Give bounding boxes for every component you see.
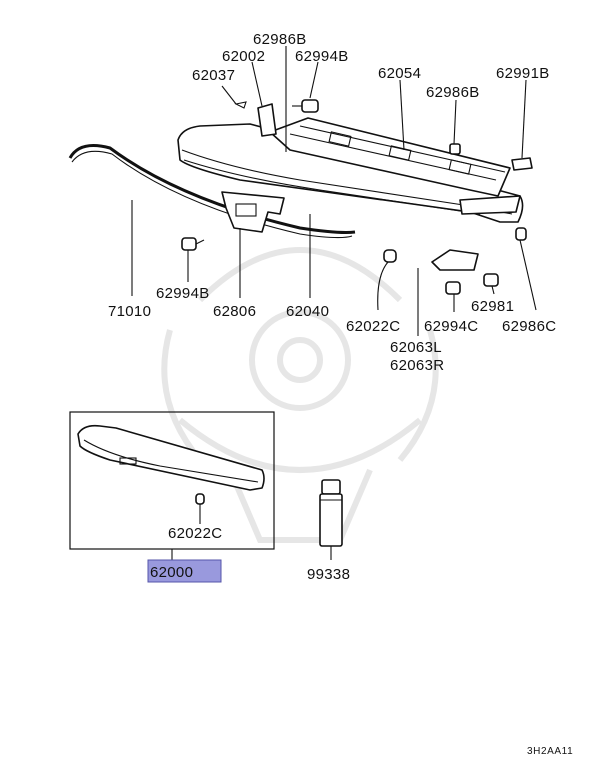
- watermark-emblem: [161, 247, 439, 543]
- label-62022C: 62022C: [346, 318, 400, 335]
- bolt-62994B-top: [292, 99, 319, 113]
- label-62806: 62806: [213, 303, 256, 320]
- reinforcement-62054: [269, 117, 511, 197]
- label-62040: 62040: [286, 303, 329, 320]
- label-99338: 99338: [307, 566, 350, 583]
- clip-62986B: [449, 143, 461, 155]
- clip-62986C: [515, 227, 527, 241]
- label-62986B-top: 62986B: [253, 31, 307, 48]
- label-62037: 62037: [192, 67, 235, 84]
- clip-62037: [234, 101, 247, 109]
- label-62994C: 62994C: [424, 318, 478, 335]
- label-62063R: 62063R: [390, 357, 444, 374]
- clip-62022C: [383, 249, 397, 263]
- label-62022C-box: 62022C: [168, 525, 222, 542]
- label-62000[interactable]: 62000: [150, 564, 193, 581]
- molding-71010: [68, 144, 356, 234]
- label-71010: 71010: [108, 303, 151, 320]
- nut-62991B: [511, 157, 533, 171]
- label-62991B: 62991B: [496, 65, 550, 82]
- bracket-62063: [431, 249, 479, 271]
- paint-bottle-99338: [319, 479, 343, 560]
- diagram-code: 3H2AA11: [527, 746, 573, 757]
- label-62063L: 62063L: [390, 339, 442, 356]
- label-62054: 62054: [378, 65, 421, 82]
- bumper-face-62040: [177, 123, 524, 223]
- assembly-box: 62022C: [69, 411, 275, 550]
- bracket-62002: [257, 103, 277, 137]
- label-62986C: 62986C: [502, 318, 556, 335]
- label-62986B-right: 62986B: [426, 84, 480, 101]
- label-62994B-left: 62994B: [156, 285, 210, 302]
- label-62002: 62002: [222, 48, 265, 65]
- bolt-62994C: [445, 281, 461, 295]
- bolt-62981: [483, 273, 499, 287]
- label-62994B-top: 62994B: [295, 48, 349, 65]
- leader-lines: [131, 46, 537, 336]
- label-62981: 62981: [471, 298, 514, 315]
- bolt-62994B-left: [181, 237, 205, 251]
- highlight-62000: [147, 559, 222, 583]
- bracket-62806: [221, 191, 285, 233]
